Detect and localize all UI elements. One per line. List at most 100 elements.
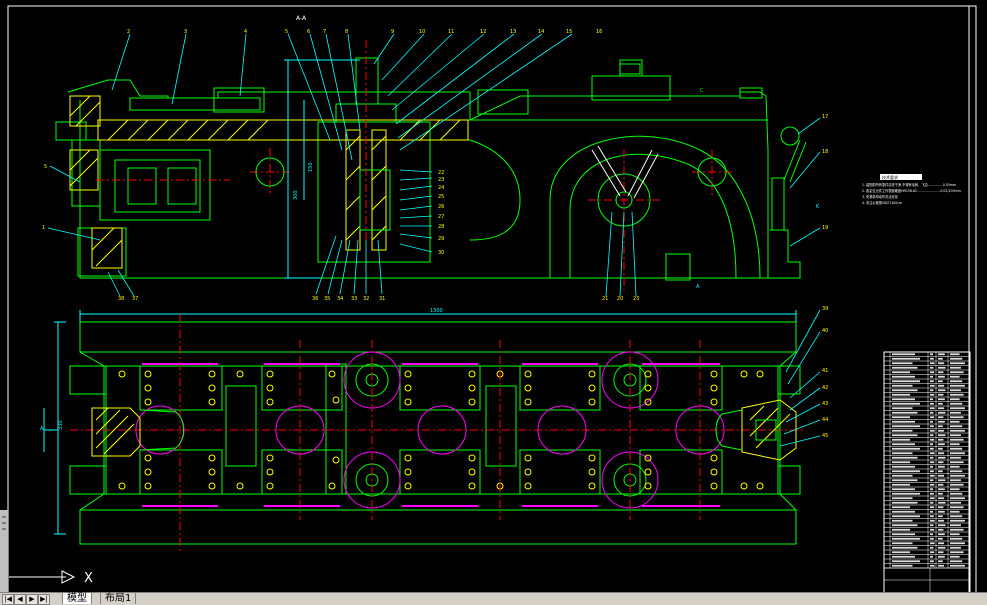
- parts-list-cell-text: [938, 371, 944, 374]
- parts-list-cell-text: [892, 546, 918, 549]
- callout-39: 39: [822, 306, 828, 312]
- parts-list-cell-text: [930, 528, 935, 531]
- parts-list-cell-text: [930, 402, 934, 405]
- callout-44: 44: [822, 417, 828, 423]
- toolbar-grip: [2, 528, 6, 530]
- parts-list-cell-text: [950, 470, 963, 473]
- parts-list-cell-text: [938, 492, 943, 495]
- parts-list-cell-text: [938, 542, 945, 545]
- callout-23: 23: [438, 177, 444, 183]
- parts-list-cell-text: [930, 393, 935, 396]
- callout-16: 16: [596, 29, 602, 35]
- parts-list-cell-text: [892, 519, 913, 522]
- parts-list-cell-text: [950, 434, 961, 437]
- parts-list-cell-text: [950, 501, 961, 504]
- parts-list-cell-text: [892, 560, 920, 563]
- view-marker-a-top: A: [696, 284, 700, 290]
- parts-list-cell-text: [892, 492, 920, 495]
- parts-list-cell-text: [950, 515, 963, 518]
- notes-line-1: 1. 装配前所有零件清洗干净,不得有毛刺、飞边...............0.…: [862, 182, 956, 187]
- parts-list-cell-text: [950, 366, 961, 369]
- parts-list-cell-text: [950, 461, 964, 464]
- parts-list-cell-text: [892, 456, 918, 459]
- callout-20: 20: [617, 296, 623, 302]
- parts-list-cell-text: [930, 560, 934, 563]
- parts-list-cell-text: [938, 407, 945, 410]
- parts-list-cell-text: [938, 384, 945, 387]
- callout-28: 28: [438, 224, 444, 230]
- parts-list-cell-text: [938, 398, 945, 401]
- parts-list-cell-text: [892, 474, 913, 477]
- parts-list-cell-text: [938, 546, 946, 549]
- parts-list-cell-text: [938, 524, 946, 527]
- mark-c: C: [700, 88, 704, 94]
- callout-2: 2: [127, 29, 130, 35]
- callout-14: 14: [538, 29, 544, 35]
- parts-list-cell-text: [892, 362, 913, 365]
- callout-35: 35: [324, 296, 330, 302]
- side-toolbar-strip[interactable]: [0, 510, 9, 592]
- parts-list-cell-text: [892, 438, 910, 441]
- parts-list-cell-text: [938, 429, 945, 432]
- parts-list-cell-text: [930, 452, 935, 455]
- parts-list-title-block: [883, 351, 971, 597]
- parts-list-cell-text: [930, 447, 934, 450]
- parts-list-cell-text: [930, 542, 935, 545]
- parts-list-cell-text: [930, 470, 934, 473]
- parts-list-cell-text: [892, 461, 910, 464]
- parts-list-cell-text: [938, 420, 945, 423]
- section-label: A-A: [296, 15, 307, 22]
- parts-list-cell-text: [892, 353, 915, 356]
- parts-list-cell-text: [930, 407, 935, 410]
- parts-list-cell-text: [892, 398, 915, 401]
- height-dimension-text: 300: [293, 190, 299, 200]
- parts-list-cell-text: [930, 537, 934, 540]
- parts-list-cell-text: [930, 488, 933, 491]
- next-tab-button[interactable]: ▶: [26, 594, 38, 605]
- parts-list-cell-text: [938, 560, 943, 563]
- parts-list-cell-text: [938, 411, 946, 414]
- parts-list-cell-text: [938, 375, 945, 378]
- parts-list-cell-text: [950, 488, 960, 491]
- prev-tab-button[interactable]: ◀: [14, 594, 26, 605]
- parts-list-cell-text: [892, 420, 915, 423]
- parts-list-cell-text: [930, 497, 935, 500]
- parts-list-cell-text: [938, 452, 945, 455]
- tab-model[interactable]: 模型: [62, 593, 92, 604]
- parts-list-cell-text: [938, 533, 945, 536]
- parts-list-cell-text: [950, 411, 961, 414]
- parts-list-cell-text: [938, 362, 945, 365]
- notes-line-2: 2. 各定位元件工作表面硬度HRC58-62..................…: [862, 188, 961, 193]
- ucs-icon: X: [8, 570, 93, 586]
- parts-list-cell-text: [950, 551, 964, 554]
- parts-list-cell-text: [892, 375, 915, 378]
- plan-view: 1300 330: [40, 306, 828, 552]
- parts-list-cell-text: [930, 411, 934, 414]
- parts-list-cell-text: [930, 389, 934, 392]
- callout-22: 22: [438, 170, 444, 176]
- parts-list-cell-text: [930, 474, 935, 477]
- callout-4: 4: [244, 29, 247, 35]
- parts-list-cell-text: [938, 461, 944, 464]
- last-tab-button[interactable]: ▶|: [38, 594, 50, 605]
- parts-list-cell-text: [892, 443, 915, 446]
- parts-list-cell-text: [938, 519, 945, 522]
- parts-list-cell-text: [938, 416, 944, 419]
- parts-list-cell-text: [938, 380, 943, 383]
- callout-32: 32: [363, 296, 369, 302]
- callout-37: 37: [132, 296, 138, 302]
- callout-38: 38: [118, 296, 124, 302]
- tab-layout1[interactable]: 布局1: [100, 593, 137, 604]
- parts-list-cell-text: [938, 393, 944, 396]
- parts-list-cell-text: [938, 528, 944, 531]
- parts-list-cell-text: [938, 555, 945, 558]
- callout-12: 12: [480, 29, 486, 35]
- parts-list-cell-text: [930, 398, 933, 401]
- parts-list-cell-text: [892, 515, 920, 518]
- parts-list-cell-text: [930, 456, 934, 459]
- view-marker-a: A: [40, 426, 44, 432]
- parts-list-cell-text: [938, 488, 945, 491]
- callout-21: 21: [602, 296, 608, 302]
- first-tab-button[interactable]: |◀: [2, 594, 14, 605]
